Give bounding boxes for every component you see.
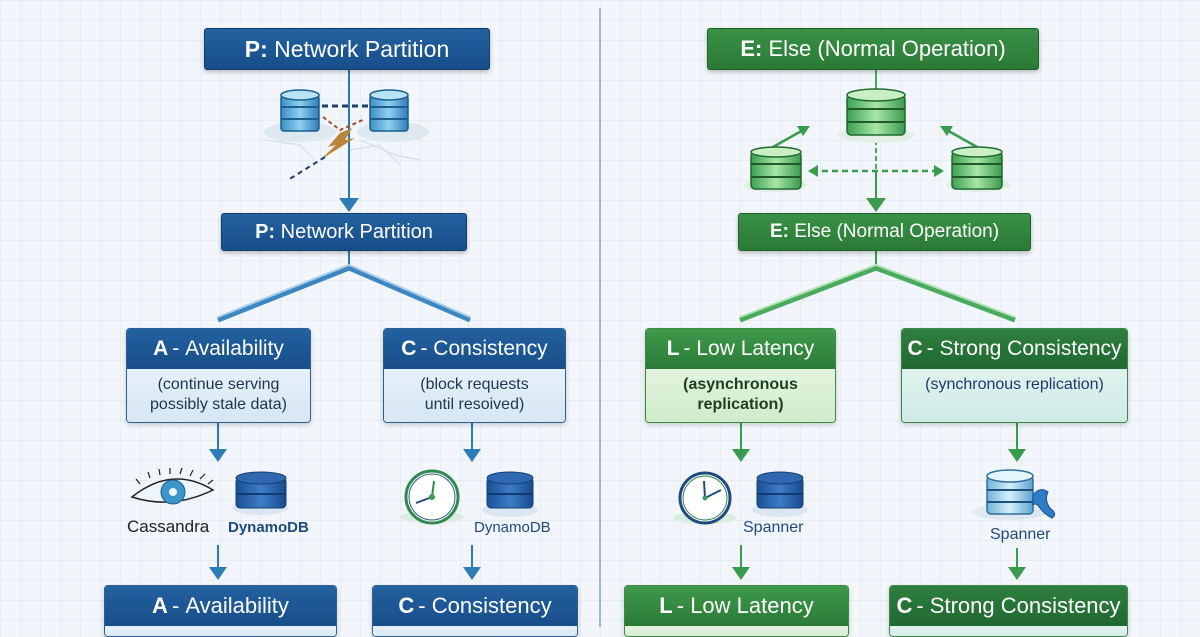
card-title: C- Strong Consistency <box>890 586 1127 626</box>
database-icon <box>232 471 288 515</box>
database-icon <box>752 471 808 517</box>
example-label-spanner: Spanner <box>743 519 804 536</box>
example-label-dynamodb: DynamoDB <box>474 519 551 536</box>
card-title-text: Low Latency <box>696 337 815 360</box>
clock-icon <box>400 469 464 525</box>
strong-consistency-card: C- Strong Consistency (synchronous repli… <box>901 328 1128 423</box>
database-icon <box>846 88 906 136</box>
header-prefix: P: <box>255 220 276 243</box>
database-icon <box>482 471 538 517</box>
right-c-arrows <box>1008 421 1026 580</box>
eye-icon <box>130 467 215 505</box>
card-description: (block requests until resoived) <box>384 369 565 422</box>
card-title: A- Availability <box>127 329 310 369</box>
card-title-text: Availability <box>185 593 289 618</box>
low-latency-card: L- Low Latency (asynchronous replication… <box>645 328 836 423</box>
card-body <box>890 626 1127 636</box>
database-icon <box>972 469 1056 520</box>
card-title: C- Consistency <box>384 329 565 369</box>
card-title: L- Low Latency <box>625 586 848 626</box>
card-title: C- Consistency <box>373 586 577 626</box>
description-line: possibly stale data) <box>150 396 287 413</box>
right-top-connector <box>772 70 978 212</box>
panel-divider <box>599 8 601 627</box>
network-partition-illustration <box>264 89 429 181</box>
else-header-top: E: Else (Normal Operation) <box>707 28 1039 70</box>
description-line: (block requests <box>420 376 529 393</box>
consistency-card: C- Consistency (block requests until res… <box>383 328 566 423</box>
header-text: Else (Normal Operation) <box>794 221 1000 242</box>
card-title: A- Availability <box>105 586 336 626</box>
card-title-text: Low Latency <box>690 593 814 618</box>
example-label-spanner: Spanner <box>990 526 1051 543</box>
left-c-arrows <box>463 421 481 580</box>
availability-card: A- Availability (continue serving possib… <box>126 328 311 423</box>
partition-header-top: P: Network Partition <box>204 28 490 70</box>
header-text: Network Partition <box>274 35 450 62</box>
low-latency-result-card: L- Low Latency <box>624 585 849 637</box>
card-description: (asynchronous replication) <box>646 369 835 422</box>
card-letter: L <box>666 337 680 360</box>
card-title-text: Consistency <box>433 337 548 360</box>
strong-consistency-result-card: C- Strong Consistency <box>889 585 1128 637</box>
description-line: (synchronous replication) <box>925 376 1104 393</box>
card-description: (continue serving possibly stale data) <box>127 369 310 422</box>
database-icon <box>951 146 1003 190</box>
database-icon <box>280 89 320 132</box>
card-letter: C <box>401 337 417 360</box>
header-text: Else (Normal Operation) <box>768 36 1006 61</box>
left-top-connector <box>339 70 359 212</box>
card-title-text: Consistency <box>431 593 552 618</box>
description-line: replication) <box>697 396 784 413</box>
replication-illustration <box>743 88 1010 192</box>
card-letter: C <box>398 593 415 618</box>
card-title: C- Strong Consistency <box>902 329 1127 369</box>
card-letter: A <box>152 593 168 618</box>
database-icon <box>750 146 802 190</box>
card-letter: C <box>907 337 923 360</box>
partition-header-mid: P: Network Partition <box>221 213 467 251</box>
header-prefix: P: <box>244 35 268 62</box>
card-letter: L <box>659 593 673 618</box>
else-header-mid: E: Else (Normal Operation) <box>738 213 1031 251</box>
left-branch-connector <box>217 250 471 323</box>
card-body <box>625 626 848 636</box>
right-branch-connector <box>739 250 1016 323</box>
card-body <box>105 626 336 636</box>
header-prefix: E: <box>740 36 763 61</box>
left-a-arrows <box>209 421 227 580</box>
clock-icon <box>673 471 737 525</box>
header-text: Network Partition <box>280 220 433 243</box>
example-label-cassandra: Cassandra <box>127 517 210 536</box>
description-line: (continue serving <box>157 376 280 393</box>
description-line: until resoived) <box>424 396 525 413</box>
right-l-arrows <box>732 421 750 580</box>
consistency-result-card: C- Consistency <box>372 585 578 637</box>
card-letter: A <box>153 337 169 360</box>
database-icon <box>369 89 409 132</box>
card-description: (synchronous replication) <box>902 369 1127 422</box>
example-label-dynamodb: DynamoDB <box>228 519 309 536</box>
description-line: (asynchronous <box>683 376 798 393</box>
card-letter: C <box>896 593 913 618</box>
availability-result-card: A- Availability <box>104 585 337 637</box>
card-title: L- Low Latency <box>646 329 835 369</box>
card-title-text: Strong Consistency <box>939 337 1122 360</box>
card-body <box>373 626 577 636</box>
header-prefix: E: <box>769 221 789 242</box>
card-title-text: Strong Consistency <box>929 593 1121 618</box>
card-title-text: Availability <box>185 337 284 360</box>
